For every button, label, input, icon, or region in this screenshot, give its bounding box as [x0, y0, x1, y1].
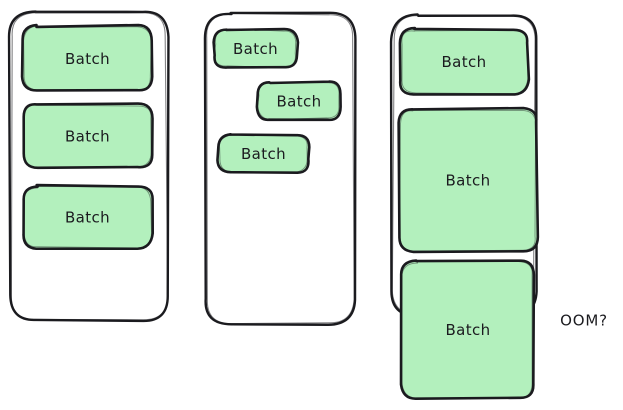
batch-label: Batch [445, 321, 490, 339]
batch-box[interactable]: Batch [20, 23, 154, 92]
batch-box-outline-sketch [399, 109, 537, 252]
batch-box-outline-sketch [23, 25, 152, 91]
batch-box-outline[interactable] [212, 27, 300, 69]
container-uniform-outline-sketch [10, 12, 169, 321]
batch-box-outline-sketch [257, 81, 340, 121]
batch-box-outline-sketch [23, 103, 152, 169]
batch-box[interactable]: Batch [398, 26, 531, 96]
batch-box[interactable]: Batch [216, 133, 311, 174]
batch-label: Batch [276, 93, 321, 111]
batch-label: Batch [65, 128, 110, 146]
batch-label: Batch [65, 50, 110, 68]
batch-box-outline-sketch [213, 28, 297, 69]
batch-box[interactable]: Batch [255, 80, 342, 122]
batch-box[interactable]: Batch [397, 106, 540, 254]
oom-note: OOM? [560, 312, 608, 330]
batch-box-outline[interactable] [255, 80, 342, 122]
batch-box-outline[interactable] [398, 26, 531, 96]
batch-box-outline[interactable] [216, 133, 311, 174]
batch-box-outline-sketch [401, 29, 529, 95]
batch-label: Batch [445, 172, 490, 190]
batch-box[interactable]: Batch [212, 27, 300, 69]
batch-box-outline-sketch [401, 260, 533, 399]
batch-box-outline-sketch [22, 185, 152, 249]
batch-box-outline-sketch [219, 134, 308, 173]
batch-box-outline[interactable] [22, 102, 154, 170]
batch-label: Batch [441, 53, 486, 71]
batch-label: Batch [233, 40, 278, 58]
container-staggered-outline-sketch [206, 12, 355, 325]
batch-box[interactable]: Batch [22, 102, 154, 170]
batch-box-outline[interactable] [20, 23, 154, 92]
batch-label: Batch [65, 209, 110, 227]
batch-box-outline[interactable] [22, 183, 155, 251]
batch-box[interactable]: Batch [399, 259, 536, 400]
batch-box-outline[interactable] [397, 106, 540, 254]
batch-label: Batch [241, 145, 286, 163]
batch-box-outline[interactable] [399, 259, 536, 400]
batch-box[interactable]: Batch [22, 183, 155, 251]
